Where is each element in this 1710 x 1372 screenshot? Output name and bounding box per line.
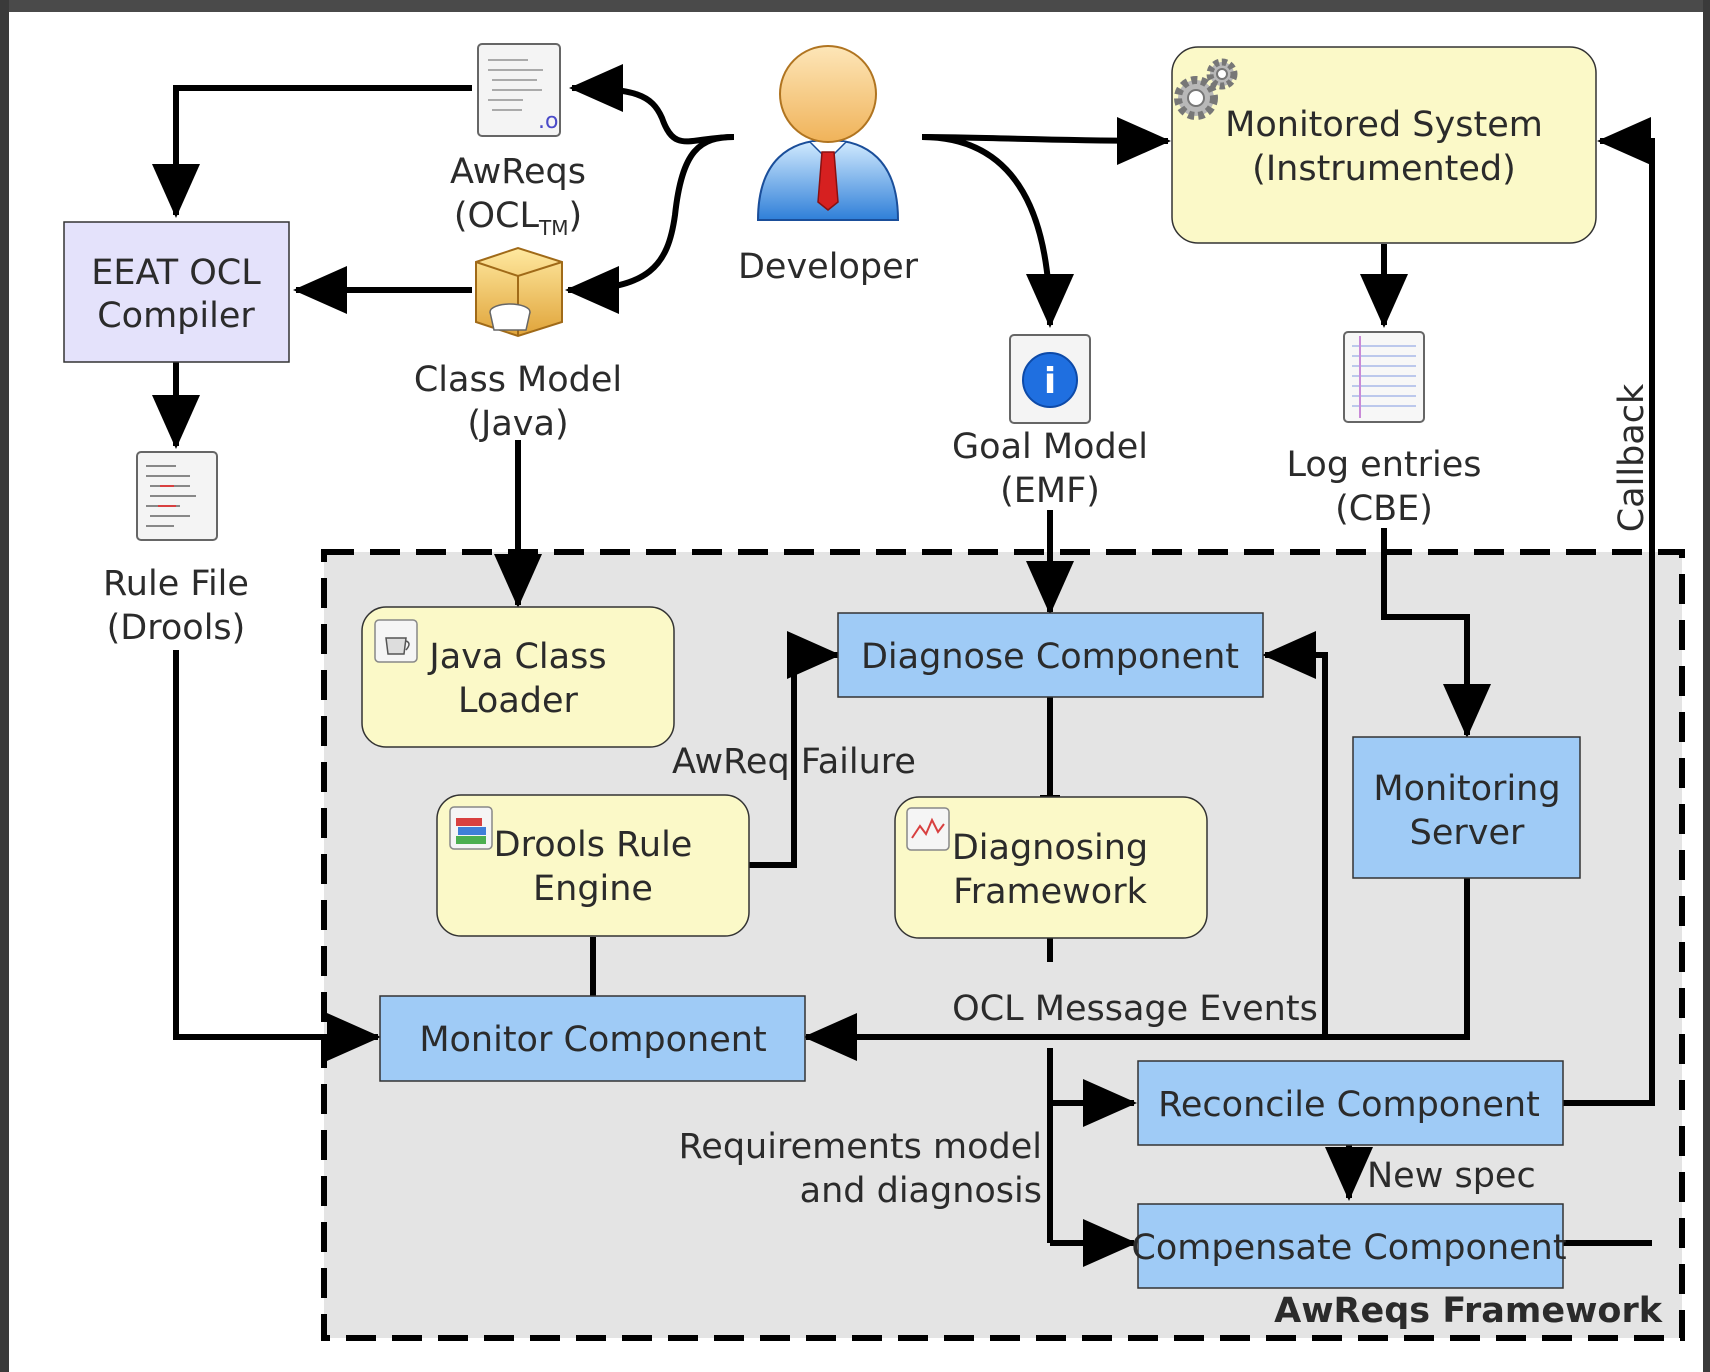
log-document-icon	[1343, 331, 1425, 423]
drools-rule-engine-box: Drools Rule Engine	[436, 794, 750, 937]
svg-text:Rule File: Rule File	[103, 564, 249, 604]
svg-text:Log entries: Log entries	[1287, 445, 1482, 485]
requirements-model-label-1: Requirements model	[679, 1127, 1042, 1167]
java-package-icon	[475, 246, 563, 338]
arrow-log-to-monserver	[1381, 528, 1491, 738]
arrow-callback-to-monitored	[1563, 117, 1655, 1106]
svg-text:Reconcile Component: Reconcile Component	[1158, 1085, 1540, 1125]
arrow-developer-to-awreqs	[569, 64, 735, 145]
awreq-failure-label: AwReq Failure	[672, 742, 916, 782]
arrow-monserver-to-monitor	[803, 878, 1470, 1061]
monitored-system-box: Monitored System (Instrumented)	[1171, 46, 1597, 244]
svg-text:Framework: Framework	[953, 872, 1147, 912]
svg-text:Diagnosing: Diagnosing	[952, 828, 1148, 868]
source-file-icon: .o	[477, 43, 561, 137]
arrow-developer-to-classmodel	[565, 134, 735, 314]
developer-person-icon	[756, 45, 900, 221]
compensate-component-box: Compensate Component	[1131, 1203, 1567, 1289]
developer-actor: Developer	[738, 45, 919, 287]
svg-text:Java Class: Java Class	[427, 637, 606, 677]
svg-text:Drools Rule: Drools Rule	[494, 825, 693, 865]
svg-text:Server: Server	[1410, 813, 1525, 853]
svg-text:(Drools): (Drools)	[107, 608, 246, 648]
framework-label: AwReqs Framework	[1274, 1291, 1663, 1331]
goal-model-artifact: i Goal Model (EMF)	[952, 334, 1148, 511]
monitor-component-box: Monitor Component	[379, 995, 806, 1082]
svg-text:Developer: Developer	[738, 247, 919, 287]
rule-file-artifact: Rule File (Drools)	[103, 451, 249, 648]
svg-text:Monitoring: Monitoring	[1373, 769, 1560, 809]
diagnose-component-box: Diagnose Component	[837, 612, 1264, 698]
code-file-icon	[136, 451, 218, 541]
ocl-message-events-label: OCL Message Events	[952, 989, 1318, 1029]
svg-text:(EMF): (EMF)	[1000, 471, 1100, 511]
svg-text:Monitor Component: Monitor Component	[419, 1020, 766, 1060]
svg-text:(Instrumented): (Instrumented)	[1252, 149, 1516, 189]
monitoring-server-box: Monitoring Server	[1352, 736, 1581, 879]
new-spec-label: New spec	[1367, 1156, 1536, 1196]
svg-text:Monitored System: Monitored System	[1225, 105, 1543, 145]
eeat-ocl-compiler-box: EEAT OCL Compiler	[63, 221, 290, 363]
svg-text:AwReqs: AwReqs	[450, 152, 586, 192]
svg-text:Loader: Loader	[458, 681, 578, 721]
svg-text:(Java): (Java)	[467, 404, 568, 444]
svg-text:i: i	[1044, 361, 1056, 402]
svg-text:(OCLTM): (OCLTM)	[454, 196, 582, 240]
svg-text:.o: .o	[538, 109, 558, 134]
chart-icon	[906, 807, 950, 851]
requirements-model-label-2: and diagnosis	[800, 1171, 1042, 1211]
svg-text:Compensate Component: Compensate Component	[1131, 1228, 1566, 1268]
arrow-events-to-diagnose	[1262, 631, 1328, 1037]
java-class-loader-box: Java Class Loader	[361, 606, 675, 748]
top-border	[0, 0, 1710, 12]
svg-text:Engine: Engine	[533, 869, 653, 909]
arrow-developer-to-goalmodel	[921, 134, 1074, 328]
arrow-rulefile-to-monitor	[173, 650, 381, 1061]
right-border	[1703, 0, 1710, 1372]
svg-text:Class Model: Class Model	[414, 360, 622, 400]
svg-text:Goal Model: Goal Model	[952, 427, 1148, 467]
awreqs-artifact: .o AwReqs (OCLTM)	[450, 43, 586, 240]
connectors	[152, 64, 1655, 1267]
gears-icon	[1174, 58, 1238, 120]
class-model-artifact: Class Model (Java)	[414, 246, 622, 444]
arrow-drools-to-diagnose	[749, 631, 841, 868]
log-entries-artifact: Log entries (CBE)	[1287, 331, 1482, 529]
books-icon	[449, 806, 493, 850]
svg-text:Diagnose Component: Diagnose Component	[861, 637, 1239, 677]
diagnosing-framework-box: Diagnosing Framework	[894, 796, 1208, 939]
arrow-awreqs-to-eeat	[152, 85, 472, 218]
java-cup-icon	[374, 619, 418, 663]
callback-label: Callback	[1612, 383, 1652, 532]
reconcile-component-box: Reconcile Component	[1137, 1060, 1564, 1146]
info-icon: i	[1009, 334, 1091, 424]
left-border	[0, 0, 9, 1372]
svg-text:(CBE): (CBE)	[1335, 489, 1433, 529]
svg-text:Compiler: Compiler	[97, 296, 255, 336]
svg-text:EEAT OCL: EEAT OCL	[91, 253, 261, 293]
